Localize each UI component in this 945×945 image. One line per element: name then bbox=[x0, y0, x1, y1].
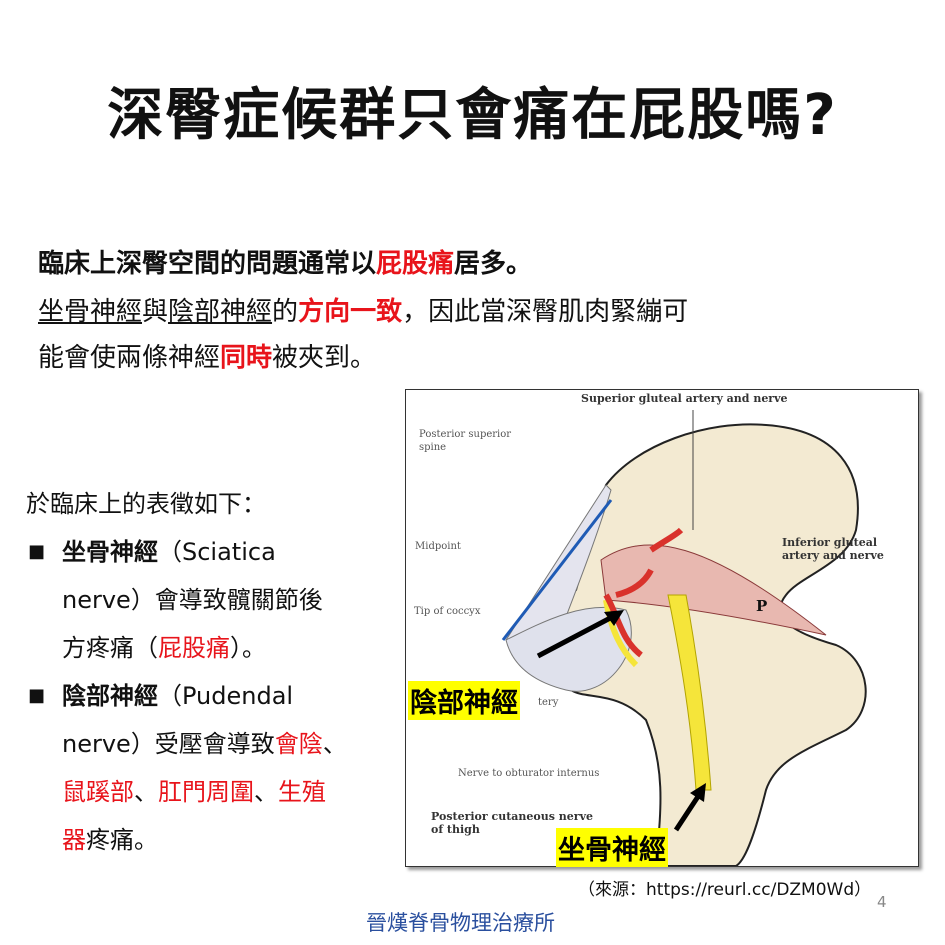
pudendal-nerve bbox=[603, 599, 639, 668]
text: Posterior cutaneous nerve bbox=[431, 810, 593, 823]
label-superior-gluteal: Superior gluteal artery and nerve bbox=[581, 392, 788, 405]
text: （Pudendal bbox=[158, 682, 294, 710]
text: 屁股痛 bbox=[158, 634, 230, 662]
label-coccyx: Tip of coccyx bbox=[414, 606, 481, 617]
text: 鼠蹊部 bbox=[62, 778, 134, 806]
pudendal-nerve-tag: 陰部神經 bbox=[408, 681, 520, 720]
label-midpoint: Midpoint bbox=[415, 541, 461, 552]
text: 肛門周圍 bbox=[158, 778, 254, 806]
text: 、 bbox=[254, 778, 278, 806]
page-number: 4 bbox=[877, 893, 887, 911]
text: 會陰 bbox=[274, 730, 323, 758]
footer-clinic-name: 晉熯脊骨物理治療所 bbox=[366, 911, 555, 935]
source-citation: （來源：https://reurl.cc/DZM0Wd） bbox=[578, 880, 872, 900]
ligament bbox=[505, 606, 632, 692]
pudendal-artery bbox=[603, 593, 643, 658]
arrow-sciatic bbox=[673, 793, 702, 832]
highlight-text: 同時 bbox=[220, 343, 273, 373]
list-heading: 於臨床上的表徵如下： bbox=[26, 490, 266, 518]
text: nerve）會導致髖關節後 bbox=[62, 586, 323, 614]
blue-arrow bbox=[501, 499, 613, 641]
piriformis-muscle bbox=[600, 544, 827, 636]
anatomy-figure: Superior gluteal artery and nerve Poster… bbox=[405, 389, 919, 867]
text: 器 bbox=[62, 826, 86, 854]
label-artery: tery bbox=[538, 697, 559, 708]
text: （Sciatica bbox=[158, 538, 276, 566]
highlight-text: 方向一致 bbox=[298, 297, 403, 327]
arrowhead bbox=[690, 783, 706, 802]
list-item-sciatic: ■ 坐骨神經（Sciatica nerve）會導致髖關節後 方疼痛（屁股痛）。 bbox=[26, 528, 392, 672]
text: 、 bbox=[322, 730, 347, 758]
text: artery and nerve bbox=[782, 549, 884, 562]
slide-title: 深臀症候群只會痛在屁股嗎? bbox=[107, 83, 838, 148]
text: 與 bbox=[142, 297, 169, 327]
text: 臨床上深臀空間的問題通常以 bbox=[38, 249, 377, 279]
text: 陰部神經 bbox=[168, 297, 273, 327]
text: 坐骨神經 bbox=[62, 538, 158, 566]
text: 的 bbox=[272, 297, 299, 327]
intro-line-1: 臨床上深臀空間的問題通常以屁股痛居多。 bbox=[38, 243, 532, 280]
text: spine bbox=[419, 442, 447, 453]
arrow-pudendal bbox=[536, 612, 618, 659]
text: nerve）受壓會導致 bbox=[62, 730, 275, 758]
text: Inferior gluteal bbox=[782, 536, 878, 549]
text: 疼痛。 bbox=[86, 826, 158, 854]
square-bullet-icon: ■ bbox=[28, 541, 46, 562]
label-p: P bbox=[756, 597, 768, 615]
label-obturator: Nerve to obturator internus bbox=[458, 768, 600, 779]
arrowhead bbox=[604, 610, 624, 626]
highlight-text: 屁股痛 bbox=[376, 249, 455, 279]
text: 被夾到。 bbox=[272, 343, 377, 373]
intro-line-2: 坐骨神經與陰部神經的方向一致，因此當深臀肌肉緊繃可 bbox=[38, 291, 688, 328]
text: 居多。 bbox=[454, 249, 533, 279]
text: 陰部神經 bbox=[62, 682, 158, 710]
symptom-list: 於臨床上的表徵如下： ■ 坐骨神經（Sciatica nerve）會導致髖關節後… bbox=[26, 480, 392, 864]
sciatic-nerve bbox=[667, 594, 712, 791]
inferior-gluteal-artery bbox=[615, 568, 654, 598]
text: 能會使兩條神經 bbox=[38, 343, 221, 373]
text: 生殖 bbox=[278, 778, 326, 806]
text: 、 bbox=[134, 778, 158, 806]
list-item-pudendal: ■ 陰部神經（Pudendal nerve）受壓會導致會陰、 鼠蹊部、肛門周圍、… bbox=[26, 672, 392, 864]
superior-gluteal-artery bbox=[649, 527, 684, 553]
intro-line-3: 能會使兩條神經同時被夾到。 bbox=[38, 337, 376, 374]
pelvis-illustration bbox=[501, 410, 867, 866]
text: 方疼痛（ bbox=[62, 634, 158, 662]
text: Posterior superior bbox=[419, 429, 512, 440]
text: of thigh bbox=[431, 823, 480, 836]
bone-shape bbox=[529, 423, 867, 866]
label-psis: Posterior superior spine bbox=[419, 428, 511, 454]
sciatic-nerve-tag: 坐骨神經 bbox=[556, 828, 668, 867]
text: 坐骨神經 bbox=[38, 297, 143, 327]
text: ）。 bbox=[230, 634, 266, 662]
text: ，因此當深臀肌肉緊繃可 bbox=[402, 297, 689, 327]
square-bullet-icon: ■ bbox=[28, 685, 46, 706]
